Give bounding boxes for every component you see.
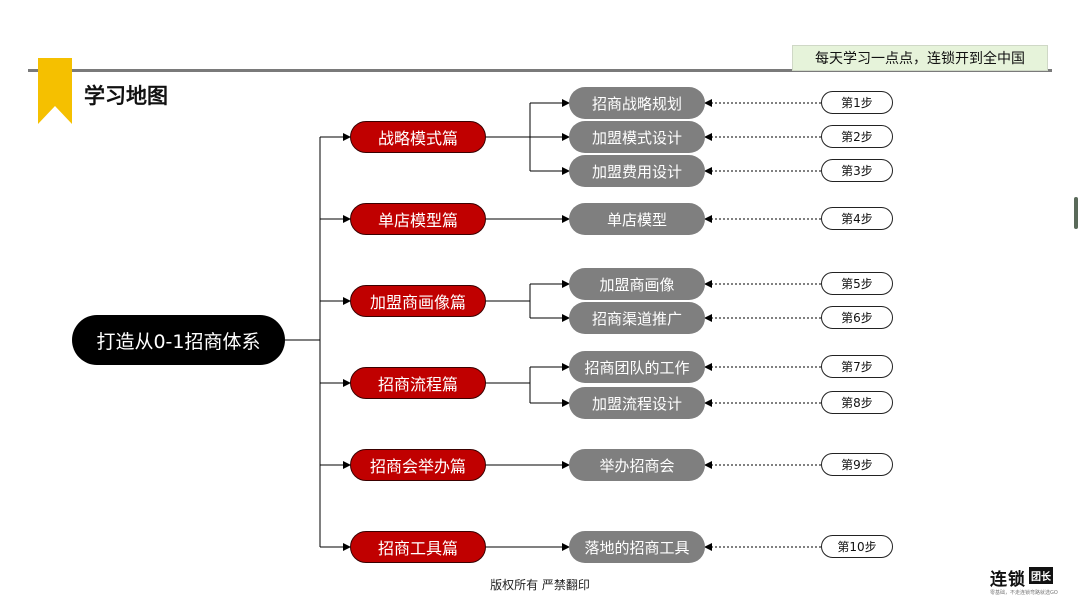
step-badge: 第5步 [821,272,893,295]
logo-badge: 团长 [1029,567,1053,584]
bookmark-icon [38,58,72,124]
topic-node: 举办招商会 [569,449,705,481]
logo-tagline: 零基础，不走连锁弯路就选GO [990,590,1058,596]
category-node-tools: 招商工具篇 [350,531,486,563]
brand-logo: 连锁 团长 零基础，不走连锁弯路就选GO [986,562,1062,600]
step-badge: 第6步 [821,306,893,329]
step-badge: 第9步 [821,453,893,476]
step-badge: 第3步 [821,159,893,182]
topic-node: 招商渠道推广 [569,302,705,334]
category-node-franchisee-profile: 加盟商画像篇 [350,285,486,317]
topic-node: 加盟模式设计 [569,121,705,153]
topic-node: 招商战略规划 [569,87,705,119]
step-badge: 第8步 [821,391,893,414]
slogan-banner: 每天学习一点点，连锁开到全中国 [792,45,1048,71]
step-badge: 第1步 [821,91,893,114]
step-badge: 第7步 [821,355,893,378]
step-badge: 第4步 [821,207,893,230]
category-node-process: 招商流程篇 [350,367,486,399]
header-divider-line [28,69,1052,72]
page-title: 学习地图 [84,84,168,108]
step-badge: 第2步 [821,125,893,148]
topic-node: 加盟商画像 [569,268,705,300]
topic-node: 落地的招商工具 [569,531,705,563]
copyright-notice: 版权所有 严禁翻印 [490,578,590,592]
category-node-conference: 招商会举办篇 [350,449,486,481]
step-badge: 第10步 [821,535,893,558]
topic-node: 加盟费用设计 [569,155,705,187]
topic-node: 单店模型 [569,203,705,235]
category-node-store-model: 单店模型篇 [350,203,486,235]
topic-node: 加盟流程设计 [569,387,705,419]
category-node-strategy: 战略模式篇 [350,121,486,153]
root-node: 打造从0-1招商体系 [72,315,285,365]
logo-text: 连锁 [990,570,1026,590]
topic-node: 招商团队的工作 [569,351,705,383]
scroll-handle[interactable] [1074,197,1078,229]
